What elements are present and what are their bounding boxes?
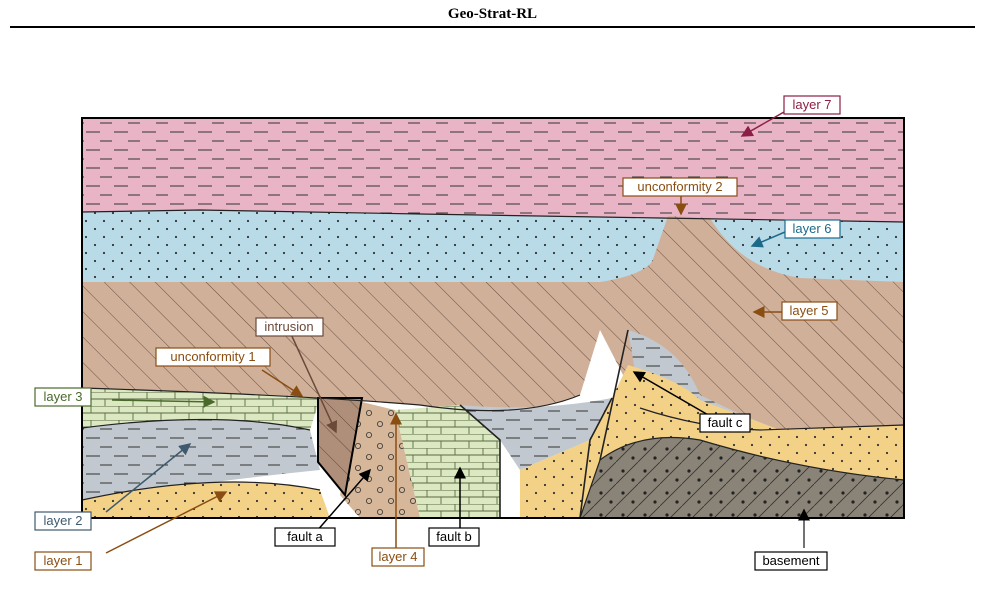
label-layer-6: layer 6 bbox=[785, 220, 840, 238]
svg-text:layer 3: layer 3 bbox=[43, 389, 82, 404]
svg-text:fault a: fault a bbox=[287, 529, 323, 544]
label-basement: basement bbox=[755, 552, 827, 570]
label-intrusion: intrusion bbox=[256, 318, 323, 336]
svg-text:layer 4: layer 4 bbox=[378, 549, 417, 564]
label-fault-a: fault a bbox=[275, 528, 335, 546]
svg-text:layer 6: layer 6 bbox=[792, 221, 831, 236]
svg-text:fault c: fault c bbox=[708, 415, 743, 430]
label-fault-c: fault c bbox=[700, 414, 750, 432]
svg-text:layer 5: layer 5 bbox=[789, 303, 828, 318]
label-unconformity-1: unconformity 1 bbox=[156, 348, 270, 366]
layer-6-region bbox=[82, 210, 904, 282]
label-unconformity-2: unconformity 2 bbox=[623, 178, 737, 196]
label-fault-b: fault b bbox=[429, 528, 479, 546]
svg-text:unconformity 1: unconformity 1 bbox=[170, 349, 255, 364]
label-layer-5: layer 5 bbox=[782, 302, 837, 320]
svg-text:basement: basement bbox=[762, 553, 819, 568]
svg-text:layer 1: layer 1 bbox=[43, 553, 82, 568]
label-layer-3: layer 3 bbox=[35, 388, 91, 406]
svg-text:intrusion: intrusion bbox=[264, 319, 313, 334]
svg-text:layer 7: layer 7 bbox=[792, 97, 831, 112]
svg-text:unconformity 2: unconformity 2 bbox=[637, 179, 722, 194]
label-layer-1: layer 1 bbox=[35, 552, 91, 570]
label-layer-4: layer 4 bbox=[372, 548, 424, 566]
svg-text:fault b: fault b bbox=[436, 529, 471, 544]
label-layer-7: layer 7 bbox=[784, 96, 840, 114]
svg-text:layer 2: layer 2 bbox=[43, 513, 82, 528]
label-layer-2: layer 2 bbox=[35, 512, 91, 530]
